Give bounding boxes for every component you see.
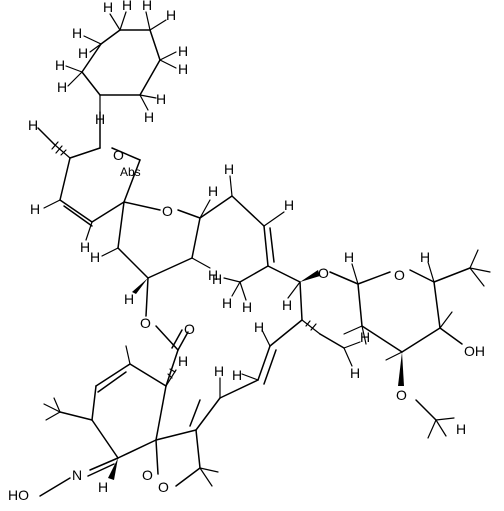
h-label: H xyxy=(144,109,154,125)
h-label: H xyxy=(178,61,188,77)
h-label: H xyxy=(103,0,113,15)
o-label: O xyxy=(158,479,169,495)
h-label: H xyxy=(222,295,232,311)
h-label: H xyxy=(282,297,292,313)
h-label: H xyxy=(72,25,82,41)
ether-link xyxy=(300,270,359,285)
h-label: H xyxy=(124,291,134,307)
h-label: H xyxy=(208,183,218,199)
h-label: H xyxy=(156,91,166,107)
o-label: O xyxy=(140,315,151,331)
spiroketal-labels: O H H H H xyxy=(90,183,218,307)
h-label: H xyxy=(208,267,218,283)
h-label: H xyxy=(178,353,188,369)
o-label: O xyxy=(162,203,173,219)
macrocycle-chain xyxy=(189,175,361,431)
cyclohexyl-ring xyxy=(65,11,177,113)
macrocycle-labels: H H H H H H H H H H H xyxy=(212,161,370,383)
h-label: H xyxy=(224,161,234,177)
n-label: N xyxy=(72,467,82,483)
spiroketal-ring xyxy=(101,199,211,294)
h-label: H xyxy=(57,79,67,95)
h-label: H xyxy=(98,479,108,495)
h-label: H xyxy=(360,329,370,345)
o-label: O xyxy=(142,467,153,483)
h-label: H xyxy=(55,57,65,73)
h-label: H xyxy=(344,249,354,265)
h-label: H xyxy=(122,0,132,13)
hexahydrobenzofuran xyxy=(39,345,219,497)
sugar-ring xyxy=(343,249,491,439)
ho-label: HO xyxy=(8,487,29,503)
h-label: H xyxy=(90,249,100,265)
o-label: O xyxy=(396,387,407,403)
oh-label: OH xyxy=(464,343,485,359)
h-label: H xyxy=(78,45,88,61)
h-label: H xyxy=(254,319,264,335)
lower-left-labels: H O O N HO H xyxy=(8,353,188,503)
h-label: H xyxy=(214,363,224,379)
dihydropyran-ring xyxy=(37,111,141,241)
h-label: H xyxy=(30,201,40,217)
h-label: H xyxy=(142,0,152,13)
abs-label: Abs xyxy=(120,165,141,179)
h-label: H xyxy=(178,43,188,59)
h-label: H xyxy=(350,365,360,381)
h-label: H xyxy=(284,197,294,213)
h-label: H xyxy=(166,7,176,23)
h-label: H xyxy=(456,421,466,437)
h-label: H xyxy=(212,271,222,287)
h-label: H xyxy=(232,367,242,383)
h-label: H xyxy=(80,239,90,255)
o-label: O xyxy=(113,147,124,163)
sugar-labels: O OH O H H H xyxy=(344,249,485,437)
h-label: H xyxy=(28,117,38,133)
dihydropyran-labels: O Abs H H H xyxy=(28,117,141,255)
ester-group xyxy=(145,277,189,387)
o-label: O xyxy=(318,265,329,281)
h-label: H xyxy=(420,249,430,265)
o-label: O xyxy=(184,321,195,337)
h-label: H xyxy=(242,299,252,315)
o-label: O xyxy=(394,267,405,283)
